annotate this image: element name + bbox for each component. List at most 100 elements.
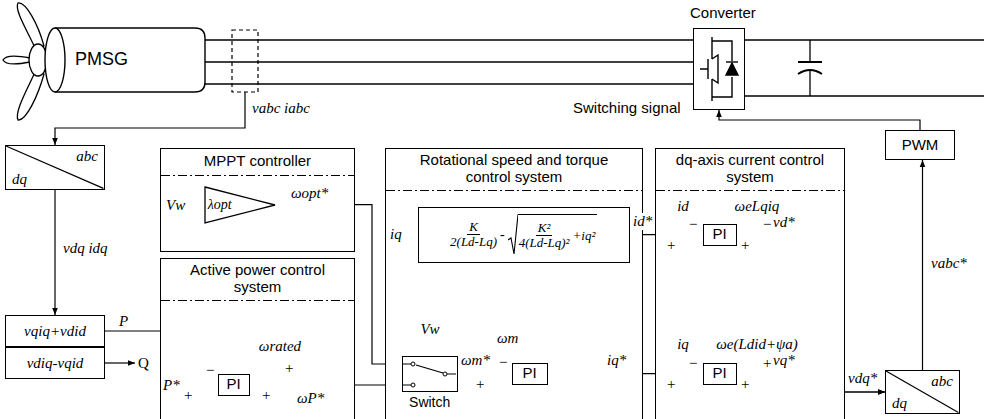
connector-label: ωm*: [460, 352, 491, 369]
sign-label: +: [285, 360, 293, 377]
control-block: Rotational speed and torque control syst…: [385, 148, 643, 419]
node-text: abc: [76, 148, 98, 165]
node-text: Switch: [409, 394, 450, 410]
signal-wire: [105, 362, 135, 363]
node-text: dq: [12, 171, 27, 188]
igbt-symbol: [694, 29, 744, 109]
calc-box: vdiq-vqid: [5, 347, 105, 379]
radical-sign: [508, 214, 518, 256]
sign-label: +: [741, 376, 749, 393]
dash-dot-line: [656, 190, 844, 191]
node-text: PI: [523, 365, 537, 382]
sign-label: −: [499, 354, 507, 371]
capacitor-lead: [809, 40, 810, 62]
sign-label: +: [476, 376, 484, 393]
pwm-box: PWM: [885, 130, 955, 160]
node-text: PMSG: [75, 50, 128, 70]
signal-label: ωrated: [259, 338, 301, 355]
header-rule: [386, 189, 642, 192]
blade: [17, 3, 44, 50]
power-line: [205, 39, 693, 40]
node-text: Active power control system: [183, 262, 333, 295]
node-text: PWM: [902, 137, 939, 154]
dc-link: [745, 40, 984, 96]
divider-line: [6, 146, 103, 188]
triangle-outline: [205, 187, 275, 223]
node-text: λopt: [208, 197, 232, 212]
node-text: dq-axis current control system: [665, 152, 835, 185]
dash-dot-line: [386, 190, 642, 191]
turbine-blades: [3, 3, 47, 120]
pi-block: PI: [703, 363, 737, 385]
header-rule: [161, 299, 354, 302]
calc-box: vqiq+vdid: [5, 315, 105, 347]
signal-label: vdq*: [848, 370, 877, 387]
node-text: dq: [892, 395, 907, 412]
sign-label: +: [741, 237, 749, 254]
signal-label: iq: [677, 336, 689, 353]
sign-label: Q: [138, 355, 149, 372]
measurement-wire: [55, 92, 245, 145]
signal-label: ωeLqiq: [735, 198, 780, 215]
node-text: 4(Ld-Lq)²: [519, 236, 570, 250]
capacitor-plate: [798, 61, 822, 63]
sign-label: −: [206, 362, 214, 379]
connector-label: ωopt*: [290, 185, 329, 202]
node-text: 2(Ld-Lq): [450, 235, 497, 249]
sign-label: −: [689, 355, 697, 372]
signal-label: ωe(Ldid+ψa): [716, 336, 798, 353]
node-text: K: [467, 220, 480, 235]
connector-label: ωP*: [296, 390, 325, 407]
connector-label: Switching signal: [572, 100, 682, 117]
node-text: MPPT controller: [204, 153, 311, 170]
node-text: Rotational speed and torque control syst…: [407, 152, 622, 185]
power-line: [205, 61, 693, 62]
node-text: abc: [931, 373, 953, 390]
sign-label: −: [763, 216, 771, 233]
blade: [17, 70, 44, 120]
block-header: Rotational speed and torque control syst…: [386, 149, 642, 192]
control-block: dq-axis current control systemPI PI: [655, 148, 845, 419]
node-text: K²: [536, 221, 553, 236]
connector-label: id*: [632, 213, 653, 230]
divider-line: [886, 371, 958, 412]
node-text: PI: [713, 226, 727, 243]
node-text: +iq²: [573, 229, 596, 243]
node-text: vdiq-vqid: [27, 355, 84, 372]
signal-label: iq: [390, 226, 402, 243]
pi-block: PI: [703, 224, 737, 246]
converter-outline: [693, 28, 745, 110]
signal-connector: [54, 190, 55, 315]
pi-block: PI: [218, 374, 250, 396]
signal-label: P*: [163, 377, 180, 394]
dc-wire: [745, 39, 984, 40]
signal-label: vabc iabc: [252, 100, 310, 117]
connector-label: vd*: [772, 214, 796, 231]
connector-label: vabc*: [930, 255, 968, 272]
generator-body: [55, 28, 205, 92]
radical: K²4(Ld-Lq)²+iq²: [508, 214, 598, 256]
signal-label: id: [677, 198, 689, 215]
connector-label: iq*: [606, 352, 627, 369]
node-text: PI: [713, 365, 727, 382]
blade: [3, 56, 30, 64]
pi-block: PI: [512, 363, 548, 385]
block-header: Active power control system: [161, 259, 354, 302]
signal-label: ωm: [497, 330, 518, 347]
signal-connector: [719, 110, 920, 130]
transform-box: abc dq: [885, 370, 960, 414]
node-text: -: [500, 227, 505, 242]
formula-box: K2(Ld-Lq)-K²4(Ld-Lq)²+iq²: [418, 207, 630, 263]
connector-label: P: [118, 313, 129, 330]
switch-outline: [402, 356, 458, 392]
converter-box: Converter: [690, 4, 770, 110]
block-header: dq-axis current control system: [656, 149, 844, 192]
signal-label: Vw: [420, 321, 439, 338]
node-text: Converter: [690, 4, 756, 21]
dash-dot-line: [161, 174, 354, 175]
hub: [29, 44, 47, 76]
generator-shape: PMSG: [45, 28, 205, 92]
sign-label: +: [763, 355, 771, 372]
dash-dot-line: [161, 300, 354, 301]
